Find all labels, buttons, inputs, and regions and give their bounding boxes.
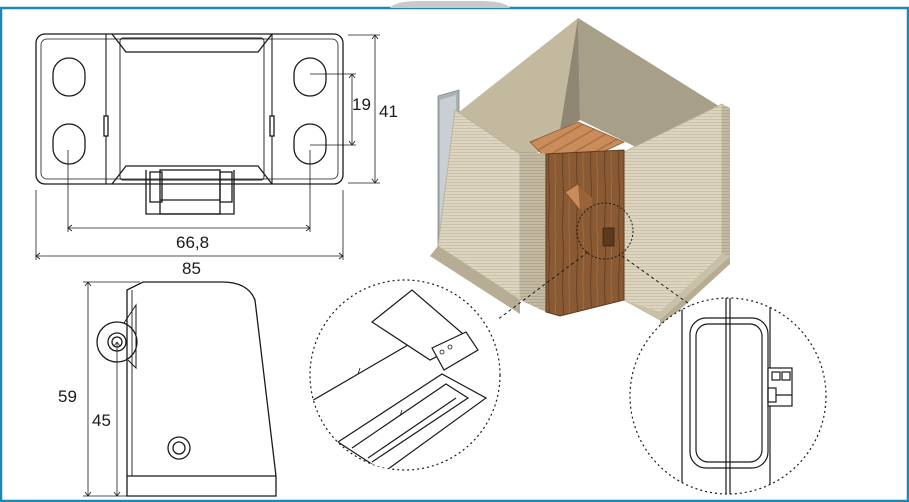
top-chamfer xyxy=(111,33,273,53)
slot-bottom-left xyxy=(52,123,86,165)
detail-leader-lines xyxy=(496,251,693,321)
slot-top-left xyxy=(52,57,86,97)
top-tab xyxy=(390,1,510,8)
detail-view-left xyxy=(309,279,501,471)
top-view-dimensions xyxy=(35,34,380,260)
coop-render xyxy=(430,18,730,328)
dim-45: 45 xyxy=(92,411,111,430)
base-plate-outline xyxy=(35,33,344,185)
bottom-chamfer xyxy=(111,165,273,185)
dim-66-8: 66,8 xyxy=(176,233,209,252)
dim-59: 59 xyxy=(58,387,77,406)
dim-19: 19 xyxy=(352,95,371,114)
screw-hole xyxy=(167,436,191,460)
detail-view-right xyxy=(629,297,827,495)
side-view-dimensions xyxy=(83,281,140,497)
dim-41: 41 xyxy=(379,102,398,121)
detail-circle-marker xyxy=(576,202,634,260)
top-view xyxy=(35,33,344,215)
dim-85: 85 xyxy=(182,259,201,278)
door-latch xyxy=(602,227,615,247)
body-outline xyxy=(126,281,277,497)
slot-top-right xyxy=(293,57,327,97)
